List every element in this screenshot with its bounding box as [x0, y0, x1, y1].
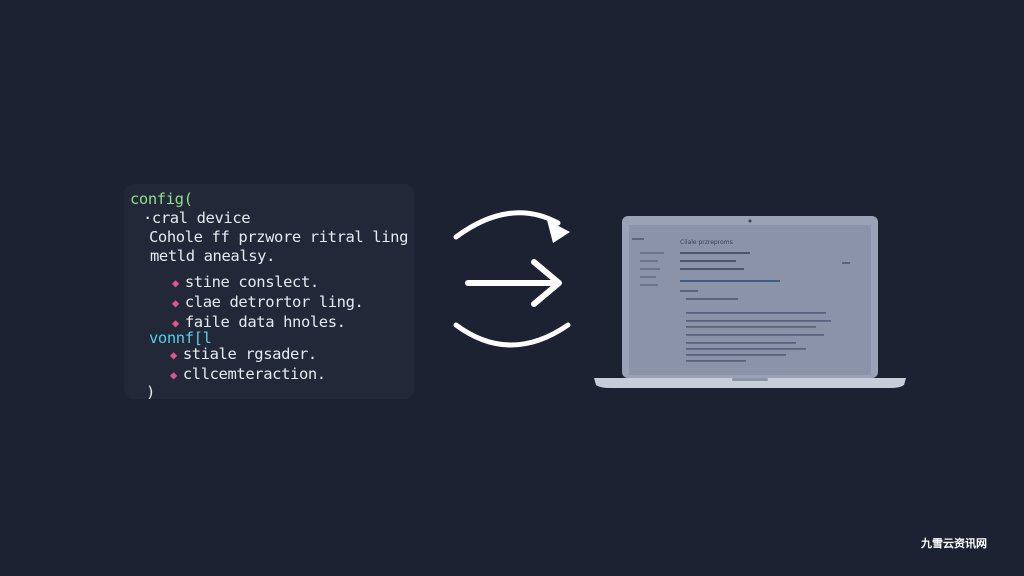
code-list-item: ◆cllcemteraction.: [170, 365, 326, 383]
camera-icon: [748, 219, 752, 223]
bottom-arc: [453, 322, 571, 348]
code-list-item: ◆stiale rgsader.: [170, 345, 317, 363]
code-line: metld anealsy.: [150, 247, 276, 265]
diamond-bullet-icon: ◆: [170, 348, 177, 362]
screen-title: Cilale przreproms: [680, 239, 733, 246]
watermark: 九雪云资讯网: [921, 537, 987, 550]
laptop-notch: [732, 378, 768, 381]
code-keyword: vonnf[l: [149, 329, 212, 347]
diamond-bullet-icon: ◆: [172, 276, 179, 290]
code-list-item: ◆stine conslect.: [172, 273, 319, 291]
top-arrowhead-icon: [547, 220, 570, 243]
code-list-item: ◆clae detrortor ling.: [172, 293, 364, 311]
code-keyword: config(: [130, 190, 193, 208]
middle-arrowhead-icon: [531, 259, 562, 307]
laptop-base: [594, 378, 906, 388]
code-line: config(: [130, 190, 193, 208]
code-line: vonnf[l: [149, 329, 212, 347]
diamond-bullet-icon: ◆: [170, 368, 177, 382]
diamond-bullet-icon: ◆: [172, 296, 179, 310]
laptop-screen: [629, 225, 871, 375]
laptop-icon: Cilale przreproms: [594, 216, 906, 388]
code-list-item: ◆faile data hnoles.: [172, 313, 346, 331]
code-line: ·cral device: [143, 209, 251, 227]
top-arc: [453, 210, 561, 240]
diamond-bullet-icon: ◆: [172, 316, 179, 330]
code-line: Cohole ff przwore ritral ling: [149, 228, 409, 246]
transfer-arrows-icon: [453, 210, 571, 348]
code-panel: [124, 184, 414, 399]
code-line: ): [146, 383, 155, 401]
